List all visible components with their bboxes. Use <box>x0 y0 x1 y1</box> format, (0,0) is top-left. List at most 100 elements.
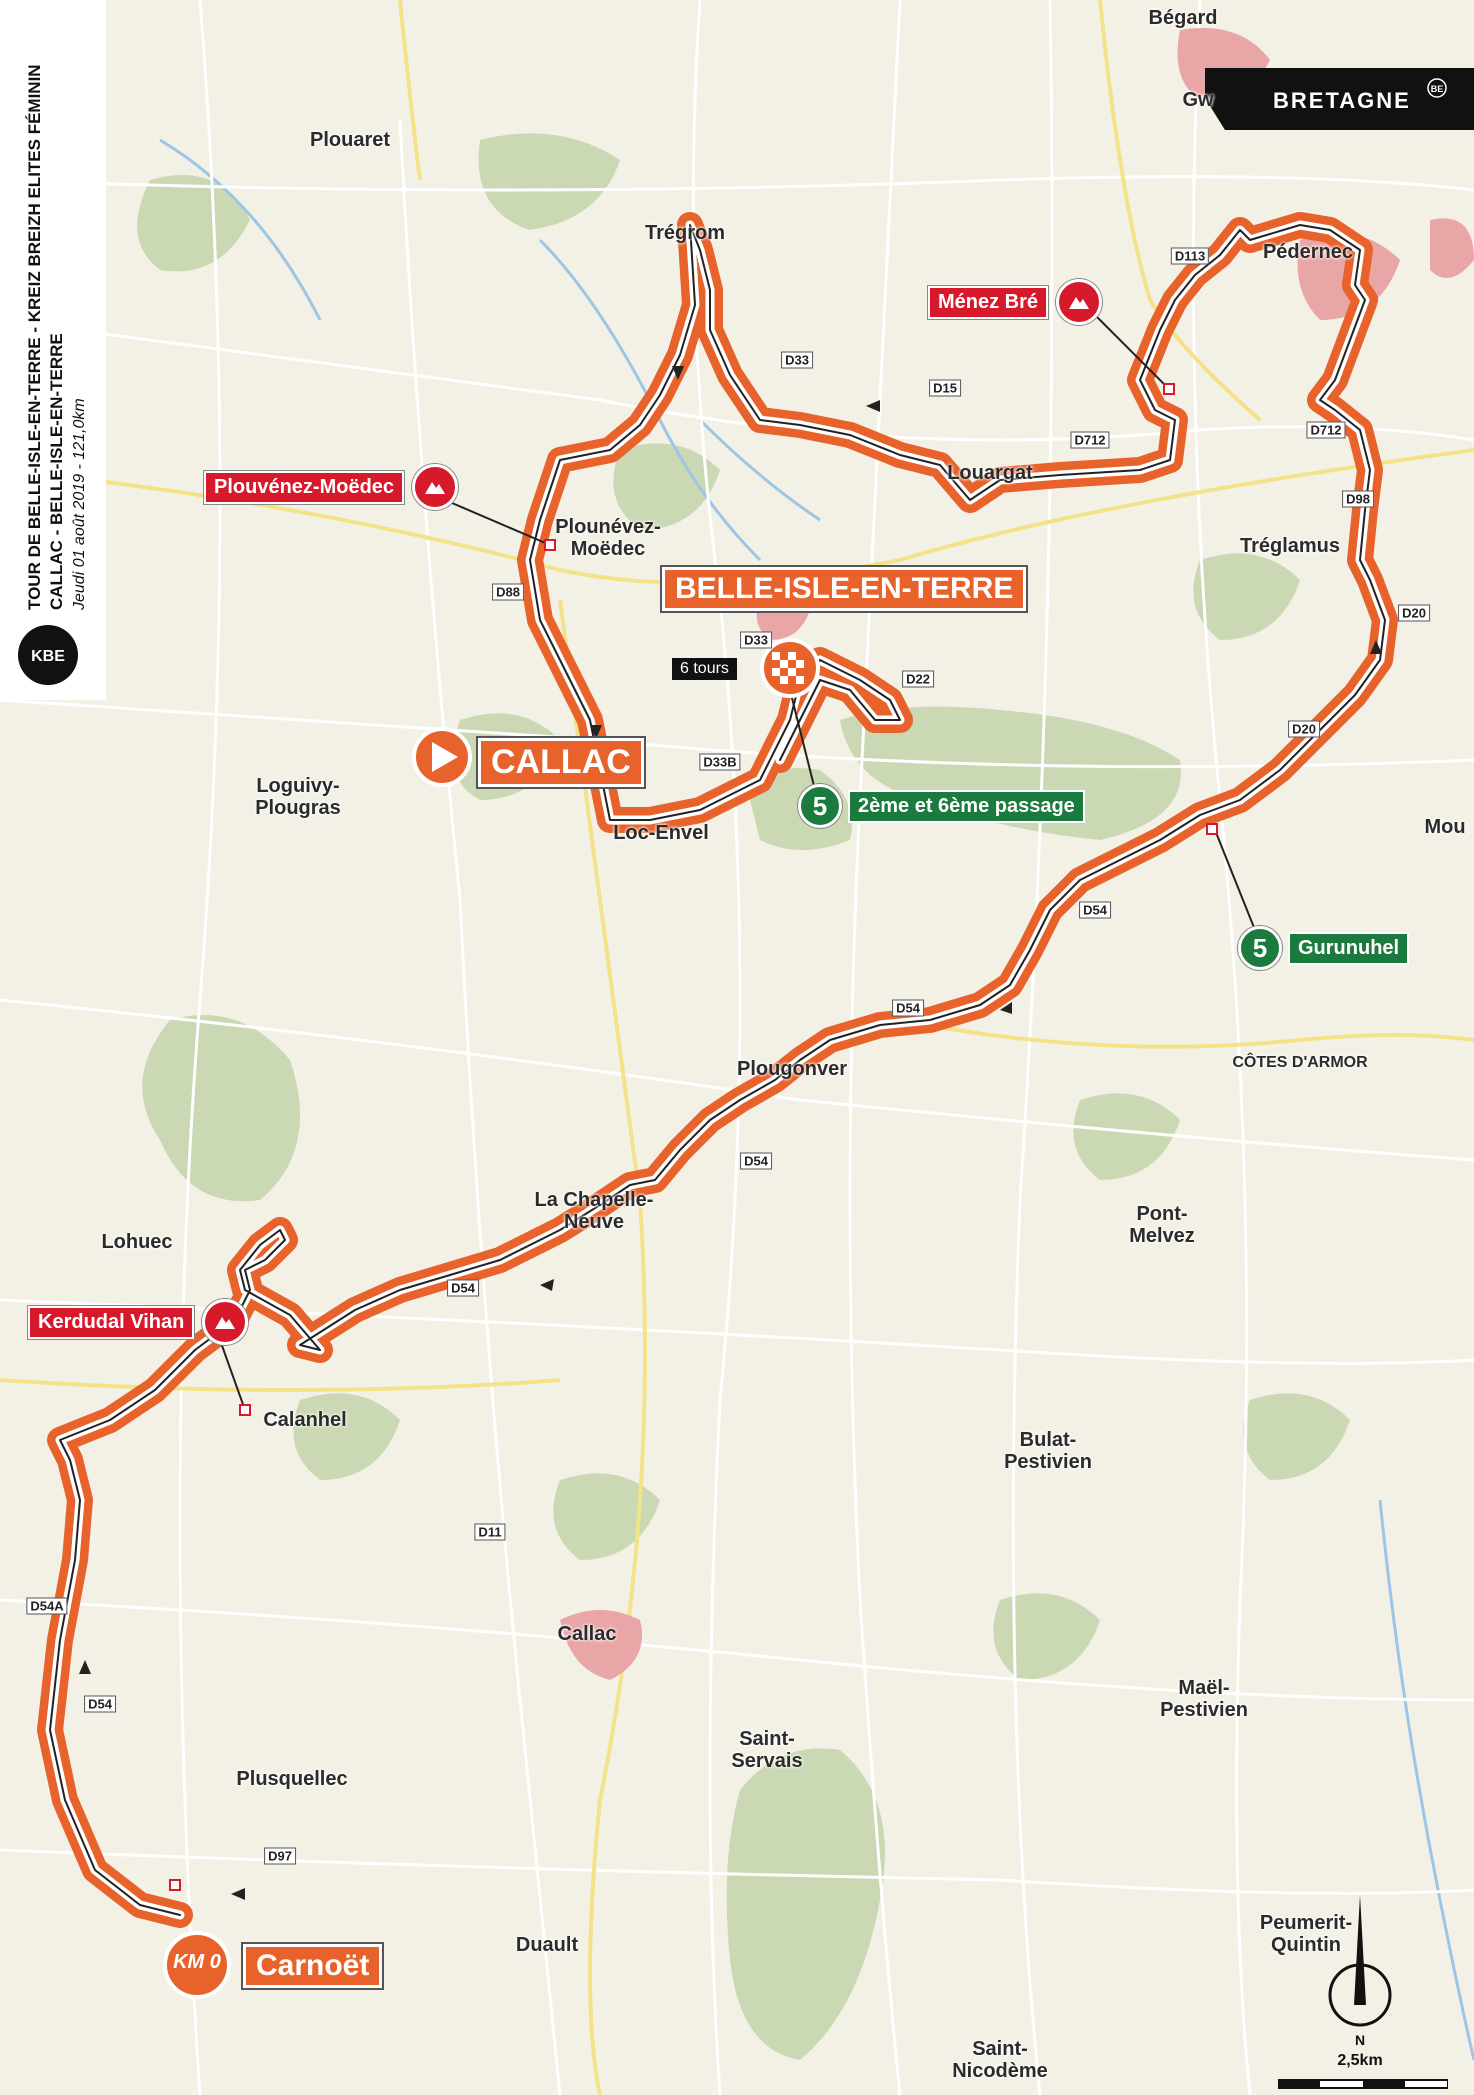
road-label: D33B <box>699 753 741 771</box>
race-route <box>37 212 1398 1928</box>
road-label: D22 <box>902 670 934 688</box>
brand-name: BRETAGNE <box>1273 88 1411 113</box>
place-label: Loguivy- Plougras <box>255 775 341 819</box>
km0-marker <box>163 1931 231 1999</box>
region-label: CÔTES D'ARMOR <box>1232 1054 1368 1071</box>
climb-marker-kerdudal: Kerdudal Vihan <box>28 1299 249 1345</box>
road-label: D113 <box>1170 247 1210 265</box>
road-label: D20 <box>1288 720 1320 738</box>
place-label: Loc-Envel <box>613 822 709 844</box>
road-label: D54 <box>447 1279 479 1297</box>
sprint-label: 2ème et 6ème passage <box>848 789 1085 823</box>
climb-marker-plouvenez: Plouvénez-Moëdec <box>204 464 459 510</box>
place-label: Plounévez- Moëdec <box>555 516 661 560</box>
sprint-icon: 5 <box>1238 926 1282 970</box>
climb-label: Ménez Bré <box>928 285 1049 319</box>
rivers <box>159 138 1474 2061</box>
scale-north: N 2,5km <box>1277 1895 1449 2095</box>
place-label: Saint- Nicodème <box>952 2038 1048 2082</box>
title-line-3: Jeudi 01 août 2019 - 121,0km <box>71 398 88 611</box>
place-label: Pédernec <box>1262 241 1354 263</box>
km0-badge: KM 0 <box>173 1951 221 1973</box>
place-label: Peumerit- Quintin <box>1259 1912 1353 1956</box>
title-panel: TOUR DE BELLE-ISLE-EN-TERRE - KREIZ BREI… <box>18 64 88 685</box>
pointer-lines <box>219 309 1256 1411</box>
route-centerline <box>49 224 1386 1916</box>
laps-label: 6 tours <box>672 658 737 680</box>
mountain-icon <box>1056 279 1103 325</box>
scale-label: 2,5km <box>1337 2052 1382 2069</box>
road-label: D712 <box>1306 421 1346 439</box>
arrow-icon <box>231 1888 245 1900</box>
road-label: D88 <box>492 583 524 601</box>
road-label: D98 <box>1342 490 1374 508</box>
bretagne-brand: BRETAGNE BE <box>1205 68 1474 130</box>
finish-label: BELLE-ISLE-EN-TERRE <box>662 567 1027 611</box>
north-label: N <box>1355 2032 1365 2048</box>
kbe-logo-icon <box>18 625 78 685</box>
place-label: Plusquellec <box>236 1768 348 1790</box>
place-label: Lohuec <box>101 1231 173 1253</box>
place-label: Calanhel <box>263 1409 347 1431</box>
road-label: D54 <box>1079 901 1111 919</box>
arrow-icon <box>672 366 684 380</box>
place-label: Gw <box>1182 89 1214 111</box>
arrow-icon <box>540 1279 554 1291</box>
place-label: Maël- Pestivien <box>1160 1677 1248 1721</box>
kbe-logo-text: KBE <box>31 648 65 665</box>
compass-icon: N 2,5km <box>1277 1895 1449 2089</box>
place-label: Duault <box>515 1934 579 1956</box>
arrow-icon <box>1370 640 1382 654</box>
place-label: Saint- Servais <box>731 1728 803 1772</box>
road-label: D33 <box>781 351 813 369</box>
road-label: D97 <box>264 1847 296 1865</box>
place-label: Pont- Melvez <box>1129 1203 1195 1247</box>
start-label: CALLAC <box>478 738 644 787</box>
climb-label: Kerdudal Vihan <box>28 1305 195 1339</box>
climb-label: Plouvénez-Moëdec <box>204 470 405 504</box>
place-label: Plougonver <box>736 1058 848 1080</box>
road-label: D15 <box>929 379 961 397</box>
place-label: Bégard <box>1148 7 1218 29</box>
brand-mark-icon <box>1427 78 1447 98</box>
climb-marker-menez-bre: Ménez Bré <box>928 279 1103 325</box>
road-label: D33 <box>740 631 772 649</box>
sprint-icon: 5 <box>798 784 842 828</box>
place-label: Mou <box>1424 816 1466 838</box>
place-label: Louargat <box>947 462 1033 484</box>
place-label: Bulat- Pestivien <box>1004 1429 1092 1473</box>
mountain-icon <box>412 464 459 510</box>
title-line-2: CALLAC - BELLE-ISLE-EN-TERRE <box>47 333 66 610</box>
mountain-icon <box>202 1299 249 1345</box>
arrow-icon <box>79 1660 91 1674</box>
arrow-icon <box>866 400 880 412</box>
road-label: D54 <box>740 1152 772 1170</box>
place-label: Plouaret <box>309 129 391 151</box>
brand-banner: BRETAGNE BE <box>1205 68 1474 130</box>
direction-arrows <box>79 366 1382 1900</box>
road-label: D54A <box>26 1597 68 1615</box>
road-label: D11 <box>474 1523 506 1541</box>
title-line-1: TOUR DE BELLE-ISLE-EN-TERRE - KREIZ BREI… <box>25 64 44 610</box>
road-label: D54 <box>892 999 924 1017</box>
road-label: D20 <box>1398 604 1430 622</box>
start-arrow-icon <box>412 727 472 787</box>
sprint-marker-passage: 5 2ème et 6ème passage <box>798 784 1085 828</box>
road-label: D712 <box>1070 431 1110 449</box>
place-label: La Chapelle- Neuve <box>534 1189 654 1233</box>
place-label: Callac <box>557 1623 617 1645</box>
place-label: Tréglamus <box>1239 535 1341 557</box>
brand-mark: BE <box>1431 84 1444 94</box>
title-sidebar: TOUR DE BELLE-ISLE-EN-TERRE - KREIZ BREI… <box>0 0 106 700</box>
sprint-label: Gurunuhel <box>1288 931 1410 965</box>
arrow-icon <box>1000 1002 1012 1014</box>
km0-label: Carnoët <box>243 1944 383 1988</box>
arrow-icon <box>590 725 602 739</box>
finish-flag-icon <box>760 638 820 698</box>
checkpoints <box>169 383 1218 1891</box>
road-label: D54 <box>84 1695 116 1713</box>
place-label: Trégrom <box>644 222 726 244</box>
